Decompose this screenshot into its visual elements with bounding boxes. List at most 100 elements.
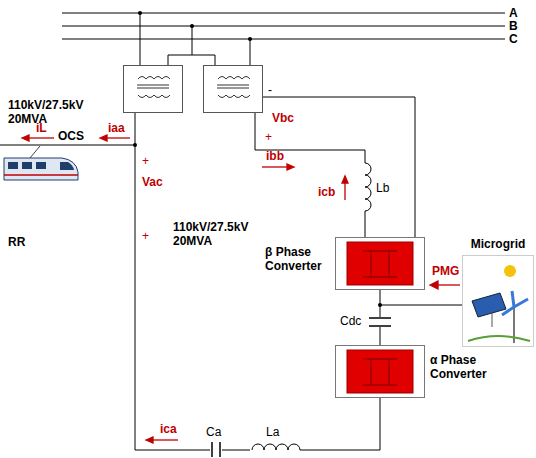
converter-outline	[336, 346, 425, 398]
transformer-core	[137, 88, 169, 89]
node-outline	[335, 237, 425, 290]
transformer-box: 110kV/27.5kV 20MVA	[203, 65, 263, 113]
signal-label: RR	[8, 236, 25, 249]
drawing-stroke	[60, 162, 74, 170]
transformer-winding	[138, 95, 170, 98]
converter-box: α Phase Converter	[335, 345, 425, 398]
converter-outline	[336, 238, 425, 290]
node-heading: Microgrid	[462, 237, 534, 251]
drawing-stroke	[342, 176, 348, 183]
drawing-stroke	[250, 39, 251, 65]
microgrid-box: Microgrid	[462, 235, 534, 347]
drawing-stroke	[365, 163, 371, 211]
drawing-stroke	[252, 444, 300, 450]
signal-label: icb	[318, 186, 335, 199]
drawing-stroke	[150, 439, 178, 440]
signal-label: B	[509, 20, 518, 33]
ground	[468, 336, 530, 341]
converter-box: β Phase Converter	[335, 237, 425, 290]
drawing-stroke	[22, 135, 460, 443]
node-heading: β Phase Converter	[265, 245, 331, 273]
drawing-stroke	[140, 13, 141, 65]
drawing-stroke	[26, 137, 54, 138]
signal-label: +	[142, 155, 149, 168]
signal-label: Ca	[206, 426, 221, 439]
drawing-stroke	[168, 55, 215, 65]
drawing-stroke	[138, 11, 142, 15]
drawing-stroke	[0, 145, 135, 146]
transformer-winding	[138, 77, 170, 80]
node-heading: 110kV/27.5kV 20MVA	[173, 220, 283, 248]
drawing-stroke	[30, 146, 40, 158]
signal-label: Lb	[376, 182, 389, 195]
drawing-stroke	[4, 174, 78, 176]
switch-symbol	[363, 251, 397, 277]
drawing-stroke	[436, 284, 460, 285]
signal-label: iL	[36, 122, 47, 135]
drawing-stroke	[430, 281, 438, 289]
drawing-stroke	[250, 440, 300, 451]
transformer-winding	[218, 77, 250, 80]
drawing-stroke	[146, 437, 153, 443]
microgrid-outline	[463, 256, 534, 347]
converter-fill	[347, 242, 413, 285]
signal-label: A	[509, 7, 518, 20]
drawing-stroke	[4, 158, 78, 180]
drawing-stroke	[4, 146, 78, 180]
drawing-stroke	[380, 305, 462, 306]
signal-label: Vbc	[272, 112, 294, 125]
signal-label: iaa	[108, 122, 125, 135]
signal-label: ibb	[266, 150, 284, 163]
drawing-stroke	[22, 135, 29, 141]
signal-label: +	[142, 230, 149, 243]
converter-fill	[347, 350, 413, 393]
drawing-stroke	[104, 137, 130, 138]
transformer-core	[137, 85, 169, 86]
solar-stand	[492, 313, 493, 327]
signal-label: -	[268, 84, 272, 97]
drawing-stroke	[62, 39, 505, 40]
drawing-stroke	[22, 162, 32, 169]
transformer-outline	[124, 66, 183, 113]
solar-panel	[472, 293, 506, 317]
drawing-stroke	[210, 442, 222, 458]
drawing-stroke	[287, 164, 294, 170]
sun-icon	[504, 265, 516, 277]
switch-symbol	[363, 359, 397, 385]
signal-label: ica	[160, 423, 177, 436]
transformer-box: 110kV/27.5kV 20MVA	[123, 65, 183, 113]
drawing-stroke	[263, 97, 415, 237]
node-outline	[203, 65, 263, 113]
drawing-stroke	[0, 13, 505, 305]
drawing-stroke	[219, 442, 221, 457]
signal-label: Cdc	[340, 315, 361, 328]
signal-label: La	[266, 426, 279, 439]
drawing-stroke	[190, 24, 194, 28]
drawing-stroke	[369, 317, 391, 319]
drawing-stroke	[248, 37, 252, 41]
drawing-stroke	[62, 26, 505, 27]
drawing-stroke	[133, 143, 137, 147]
signal-label: +	[265, 131, 272, 144]
drawing-stroke	[262, 166, 290, 167]
drawing-stroke	[100, 135, 107, 141]
drawing-stroke	[211, 442, 213, 457]
wire-connector	[255, 113, 365, 237]
transformer-core	[217, 88, 249, 89]
drawing-stroke	[36, 162, 46, 169]
drawing-stroke	[192, 26, 193, 55]
node-outline	[335, 345, 425, 398]
transformer-core	[217, 85, 249, 86]
node-heading: α Phase Converter	[430, 353, 496, 381]
drawing-stroke	[62, 13, 505, 14]
signal-label: Vac	[142, 176, 163, 189]
node-outline	[462, 235, 534, 347]
drawing-stroke	[378, 303, 382, 307]
signal-label: C	[509, 33, 518, 46]
transformer-outline	[204, 66, 263, 113]
drawing-stroke	[368, 317, 392, 327]
transformer-winding	[218, 95, 250, 98]
node-outline	[123, 65, 183, 113]
